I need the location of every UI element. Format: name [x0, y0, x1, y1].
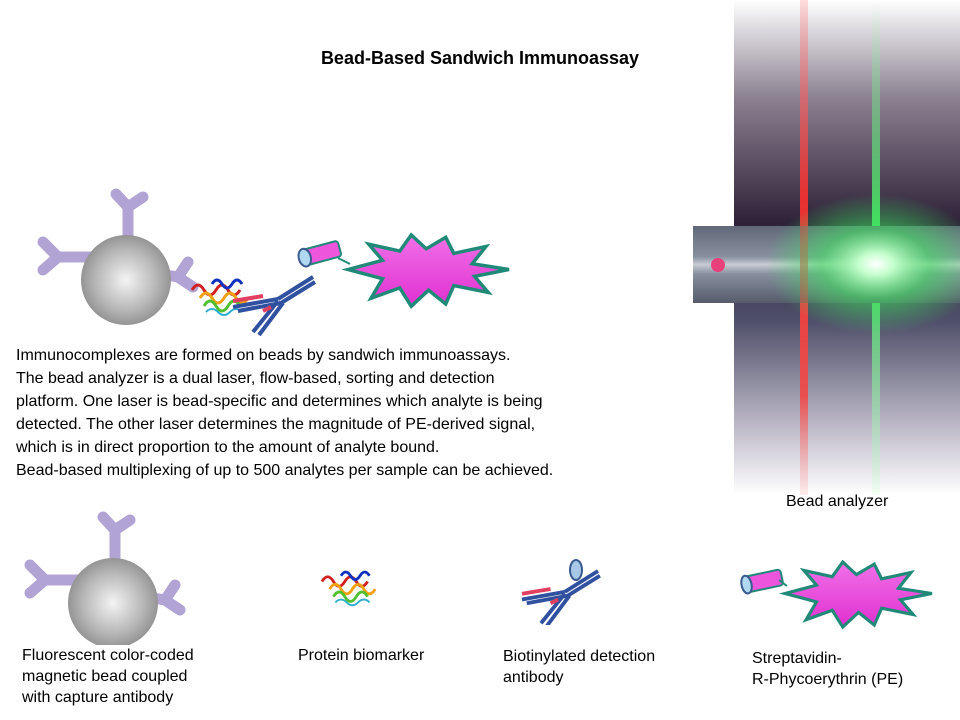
- capture-bead-icon: [43, 194, 193, 325]
- streptavidin-tube-icon: [297, 240, 342, 268]
- legend-line: antibody: [503, 669, 564, 686]
- legend-streptavidin-pe-icon: [740, 560, 934, 629]
- legend-line: Protein biomarker: [298, 647, 425, 664]
- description-line: Bead-based multiplexing of up to 500 ana…: [16, 462, 554, 479]
- legend-line: R-Phycoerythrin (PE): [752, 671, 904, 688]
- description-line: The bead analyzer is a dual laser, flow-…: [16, 370, 495, 387]
- legend-label-protein: Protein biomarker: [298, 645, 424, 666]
- description-line: which is in direct proportion to the amo…: [16, 439, 440, 456]
- fluorescence-glow: [766, 194, 960, 334]
- legend-label-streptavidin-pe: Streptavidin- R-Phycoerythrin (PE): [752, 648, 903, 690]
- legend-label-bead: Fluorescent color-coded magnetic bead co…: [22, 645, 194, 708]
- phycoerythrin-star-icon: [346, 233, 510, 309]
- description-line: detected. The other laser determines the…: [16, 416, 536, 433]
- detection-antibody-icon: [231, 275, 317, 337]
- legend-label-antibody: Biotinylated detection antibody: [503, 646, 655, 688]
- description-line: platform. One laser is bead-specific and…: [16, 393, 543, 410]
- description-line: Immunocomplexes are formed on beads by s…: [16, 347, 511, 364]
- legend-protein-icon: [320, 570, 377, 607]
- bead-analyzer-label: Bead analyzer: [786, 493, 889, 510]
- bead-analyzer-illustration: [693, 0, 960, 495]
- legend-bead-icon: [20, 505, 200, 645]
- description-text: Immunocomplexes are formed on beads by s…: [16, 344, 676, 482]
- legend-line: Streptavidin-: [752, 650, 842, 667]
- slide-title: Bead-Based Sandwich Immunoassay: [320, 48, 640, 68]
- legend-line: Fluorescent color-coded: [22, 647, 194, 664]
- legend-antibody-icon: [520, 559, 602, 625]
- legend-line: Biotinylated detection: [503, 648, 656, 665]
- legend-line: with capture antibody: [22, 689, 174, 706]
- bead-particle-icon: [711, 258, 725, 272]
- immunocomplex-diagram: [20, 180, 510, 337]
- legend-line: magnetic bead coupled: [22, 668, 188, 685]
